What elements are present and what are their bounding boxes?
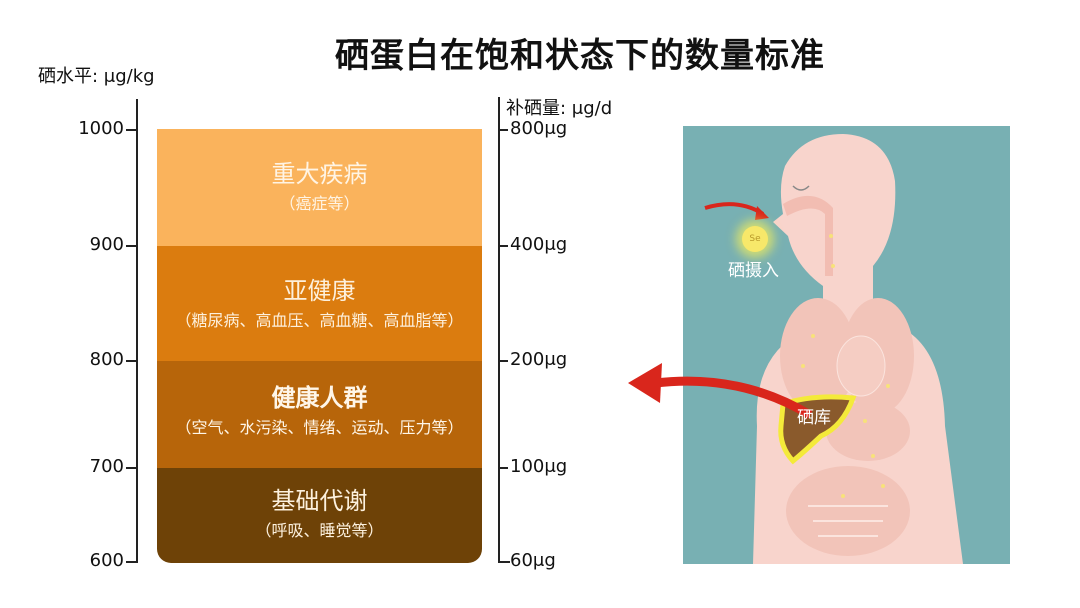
band-sub-health: 亚健康 （糖尿病、高血压、高血糖、高血脂等） bbox=[157, 246, 482, 361]
right-tick-label: 800μg bbox=[510, 118, 568, 139]
left-tick-label: 900 bbox=[89, 234, 124, 255]
left-tick-label: 800 bbox=[89, 349, 124, 370]
right-axis-tick bbox=[498, 561, 510, 563]
right-axis-label: 补硒量: μg/d bbox=[506, 98, 613, 119]
body-illustration bbox=[683, 126, 1010, 564]
band-subtitle: （糖尿病、高血压、高血糖、高血脂等） bbox=[175, 311, 464, 330]
left-axis-tick bbox=[126, 129, 136, 131]
right-axis-tick bbox=[500, 129, 508, 131]
right-axis-tick bbox=[500, 245, 508, 247]
left-axis-tick bbox=[126, 245, 136, 247]
level-bands: 重大疾病 （癌症等） 亚健康 （糖尿病、高血压、高血糖、高血脂等） 健康人群 （… bbox=[157, 129, 482, 563]
left-axis-tick bbox=[126, 467, 136, 469]
left-axis-tick bbox=[126, 360, 136, 362]
band-basic-metabolism: 基础代谢 （呼吸、睡觉等） bbox=[157, 468, 482, 563]
band-title: 重大疾病 bbox=[271, 160, 368, 188]
selenium-intake-label: 硒摄入 bbox=[728, 261, 779, 281]
band-subtitle: （癌症等） bbox=[279, 194, 360, 213]
right-tick-label: 200μg bbox=[510, 349, 568, 370]
right-axis-tick bbox=[500, 467, 508, 469]
selenium-dot-icon: Se bbox=[742, 226, 768, 252]
left-axis-label: 硒水平: μg/kg bbox=[38, 66, 155, 87]
band-healthy: 健康人群 （空气、水污染、情绪、运动、压力等） bbox=[157, 361, 482, 468]
red-arrow-icon bbox=[628, 363, 813, 419]
right-tick-label: 100μg bbox=[510, 456, 568, 477]
right-tick-label: 400μg bbox=[510, 234, 568, 255]
left-tick-label: 700 bbox=[89, 456, 124, 477]
selenium-store-label: 硒库 bbox=[797, 408, 831, 428]
left-axis-tick bbox=[126, 561, 138, 563]
band-title: 亚健康 bbox=[283, 277, 356, 305]
band-subtitle: （空气、水污染、情绪、运动、压力等） bbox=[175, 418, 464, 437]
right-axis-line bbox=[498, 97, 500, 563]
human-body-icon bbox=[704, 134, 963, 564]
band-title: 基础代谢 bbox=[271, 487, 368, 515]
left-tick-label: 600 bbox=[89, 550, 124, 571]
left-axis-line bbox=[136, 99, 138, 563]
left-tick-label: 1000 bbox=[78, 118, 124, 139]
band-subtitle: （呼吸、睡觉等） bbox=[255, 521, 384, 540]
band-title: 健康人群 bbox=[271, 384, 368, 412]
page-title: 硒蛋白在饱和状态下的数量标准 bbox=[335, 36, 825, 76]
right-axis-tick bbox=[500, 360, 508, 362]
band-major-disease: 重大疾病 （癌症等） bbox=[157, 129, 482, 246]
right-tick-label: 60μg bbox=[510, 550, 556, 571]
